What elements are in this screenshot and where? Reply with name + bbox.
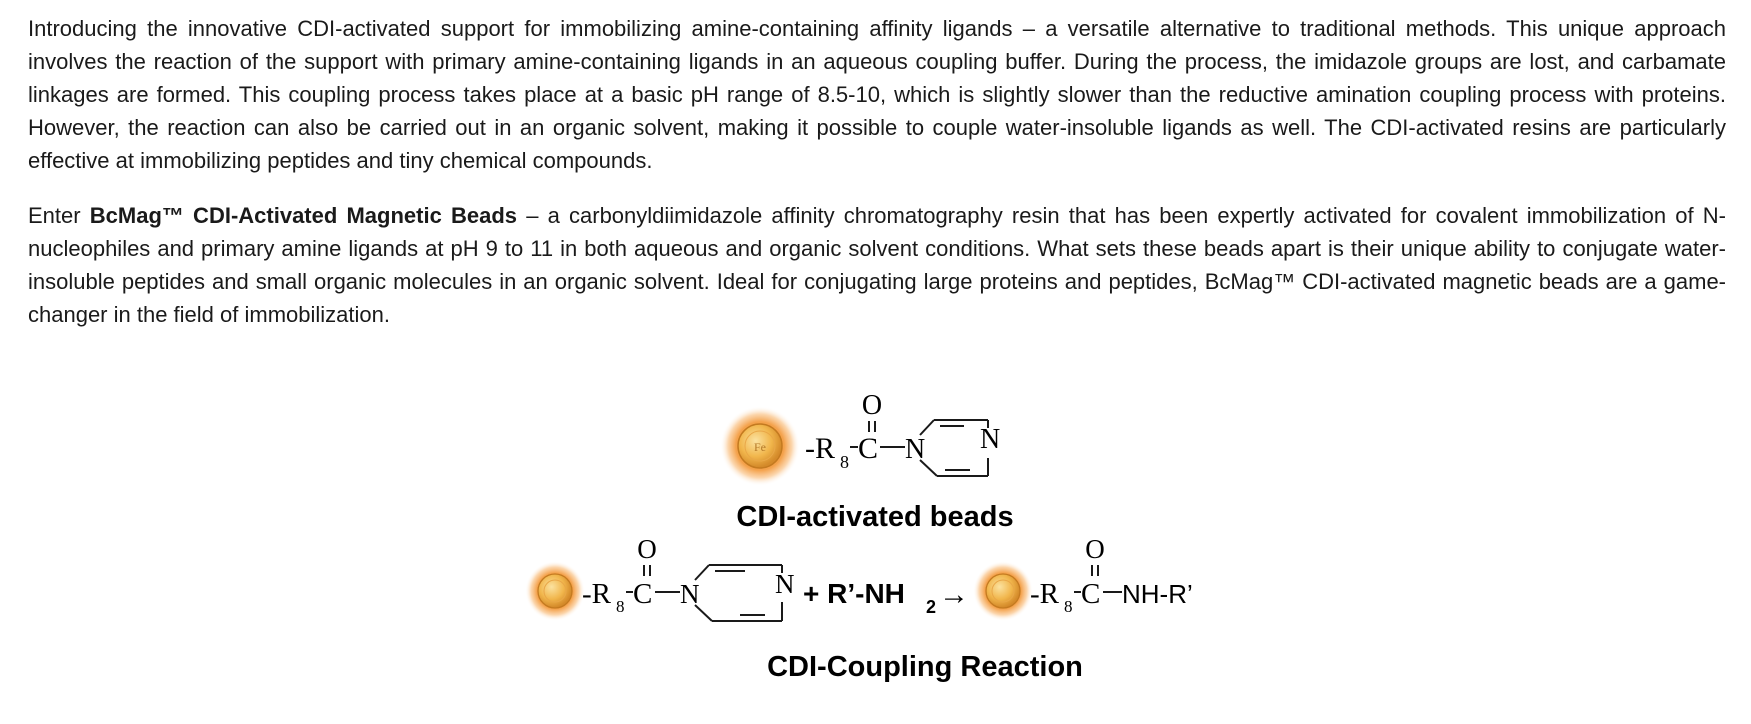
carbonyl-oxygen: O — [862, 390, 882, 421]
product-name: BcMag™ CDI-Activated Magnetic Beads — [89, 203, 518, 228]
imidazole-ring — [919, 419, 989, 477]
reactant-oxygen: O — [637, 534, 657, 564]
cdi-reaction-figure: Fe -R 8 C O N N CDI-activated beads — [0, 380, 1751, 710]
reaction-scheme-diagram: Fe -R 8 C O N N CDI-activated beads — [525, 390, 1193, 683]
product-linker-subscript: 8 — [1064, 597, 1073, 616]
product-paragraph-rest: – a carbonyldiimidazole affinity chromat… — [28, 203, 1727, 327]
amine-reagent: + R’-NH — [803, 578, 905, 609]
product-bead-ring — [991, 579, 1015, 603]
caption-activated-beads: CDI-activated beads — [736, 501, 1013, 533]
reaction-arrow-icon: → — [939, 578, 969, 611]
product-linker-prefix: -R — [1030, 578, 1060, 610]
linker-subscript: 8 — [840, 452, 849, 472]
reactant-nitrogen-2: N — [775, 569, 795, 599]
bead-core-label: Fe — [754, 440, 766, 454]
product-bead-icon — [985, 573, 1021, 609]
product-oxygen: O — [1085, 534, 1105, 564]
carbonyl-carbon: C — [858, 432, 878, 465]
product-amide-tail: NH-R’ — [1122, 579, 1193, 609]
product-paragraph-lead: Enter — [28, 203, 90, 228]
reactant-nitrogen-1: N — [680, 579, 700, 609]
reactant-bead-icon — [537, 573, 573, 609]
magnetic-bead-icon — [737, 423, 783, 469]
reactant-imidazole-ring — [694, 564, 783, 622]
reactant-linker-prefix: -R — [582, 578, 612, 610]
imidazole-nitrogen-1: N — [905, 434, 925, 465]
amine-subscript: 2 — [926, 597, 936, 617]
reactant-bead-ring — [543, 579, 567, 603]
bead-core-ring — [744, 430, 776, 462]
product-paragraph: Enter BcMag™ CDI-Activated Magnetic Bead… — [28, 199, 1726, 331]
article-body: Introducing the innovative CDI-activated… — [28, 12, 1726, 353]
reactant-linker-subscript: 8 — [616, 597, 625, 616]
linker-prefix: -R — [805, 432, 835, 465]
intro-paragraph: Introducing the innovative CDI-activated… — [28, 16, 1726, 173]
reactant-carbon: C — [633, 578, 652, 610]
caption-coupling-reaction: CDI-Coupling Reaction — [767, 651, 1083, 683]
imidazole-nitrogen-2: N — [980, 424, 1000, 455]
activated-bead-structure: Fe -R 8 C O N N CDI-activated beads — [720, 390, 1014, 533]
product-carbon: C — [1081, 578, 1100, 610]
coupling-reaction-structure: -R 8 C O N N + R’-NH 2 → — [525, 534, 1193, 683]
